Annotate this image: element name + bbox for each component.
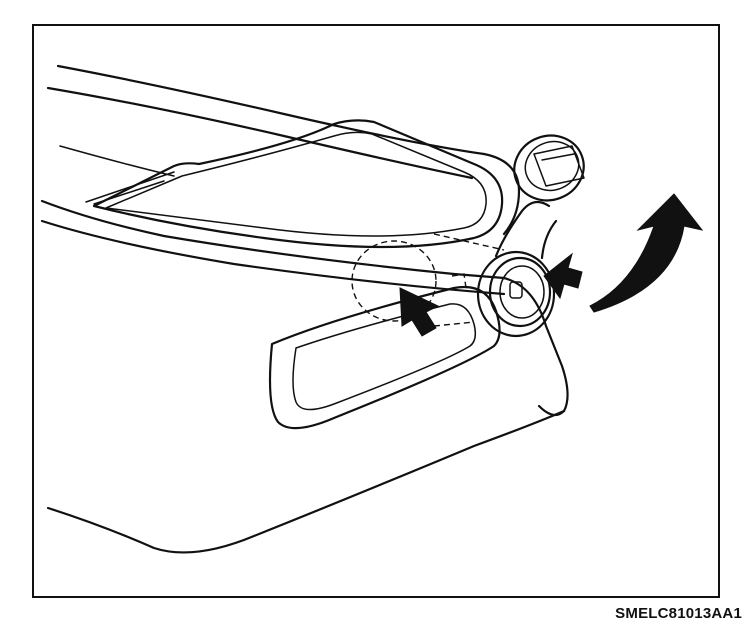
curved-arrow-up-icon (589, 193, 704, 313)
console-top-shell (40, 64, 506, 296)
front-panel (268, 285, 501, 430)
lighter-socket-dashed (351, 233, 505, 327)
lighter-socket (476, 250, 556, 338)
push-arrow-icon (543, 252, 583, 300)
socket-cap (513, 134, 585, 202)
console-lighter-illustration (40, 64, 704, 554)
diagram-frame (32, 24, 720, 598)
figure-code: SMELC81013AA1 (615, 605, 742, 622)
console-side-wall (46, 152, 569, 554)
insert-arrow-icon (399, 287, 440, 337)
console-tray (85, 119, 504, 249)
cap-strap (494, 200, 558, 260)
